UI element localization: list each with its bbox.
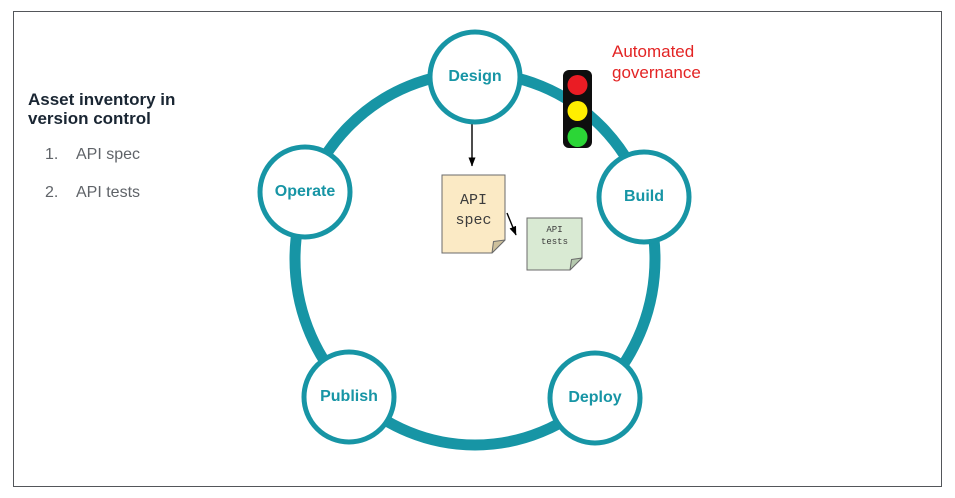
design-phase-circle bbox=[427, 29, 523, 125]
slide-border bbox=[13, 11, 942, 487]
green-light-icon bbox=[567, 127, 588, 147]
list-label: API tests bbox=[76, 184, 141, 201]
traffic-light-icon bbox=[563, 70, 592, 148]
list-item-api-spec: 1. API spec bbox=[45, 146, 140, 164]
heading-asset-inventory: Asset inventory in version control bbox=[28, 90, 176, 128]
phase-label-build: Build bbox=[624, 188, 664, 205]
phase-label-design: Design bbox=[448, 68, 502, 85]
publish-phase-circle bbox=[301, 349, 397, 445]
list-number: 1. bbox=[45, 146, 59, 163]
red-light-icon bbox=[567, 75, 588, 95]
phase-label-publish: Publish bbox=[320, 388, 378, 405]
phase-label-operate: Operate bbox=[274, 183, 336, 200]
list-label: API spec bbox=[76, 146, 141, 163]
phase-label-deploy: Deploy bbox=[568, 389, 622, 406]
api-tests-note-text: API tests bbox=[540, 225, 568, 247]
list-number: 2. bbox=[45, 184, 59, 201]
build-phase-circle bbox=[596, 149, 692, 245]
operate-phase-circle bbox=[257, 144, 353, 240]
api-spec-note-text: API spec bbox=[455, 192, 492, 229]
api-spec-note-fold-icon bbox=[491, 239, 506, 254]
automated-governance-label: Automated governance bbox=[612, 42, 701, 82]
spec-to-tests-arrow bbox=[506, 212, 517, 236]
deploy-phase-circle bbox=[547, 350, 643, 446]
yellow-light-icon bbox=[567, 101, 588, 121]
api-tests-note-fold-icon bbox=[569, 257, 583, 271]
list-item-api-tests: 2. API tests bbox=[45, 184, 140, 202]
